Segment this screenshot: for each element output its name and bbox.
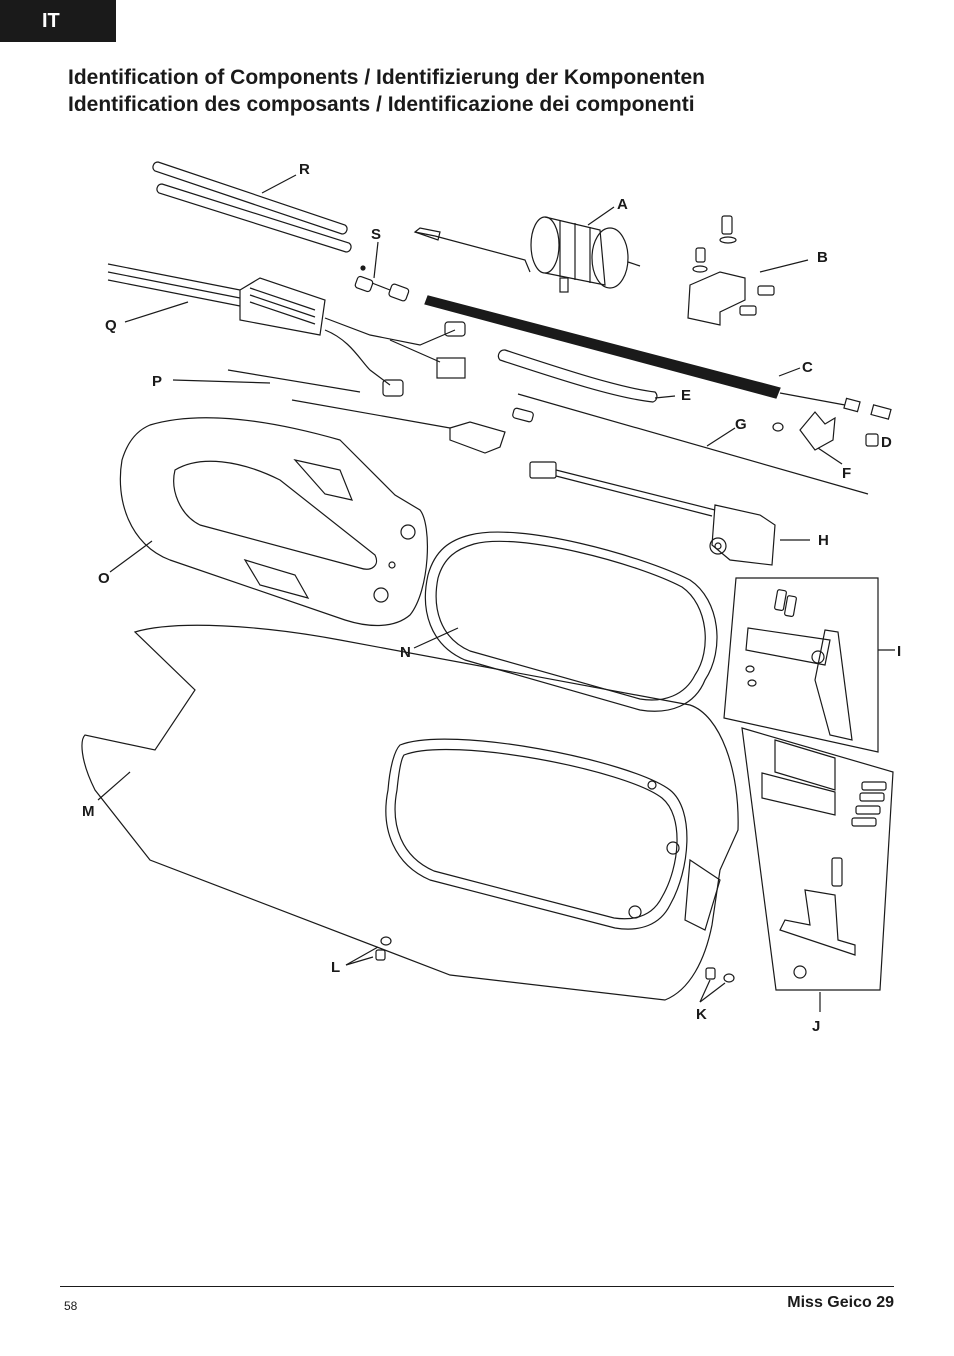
part-o-hatch bbox=[109, 417, 428, 627]
part-k-l-screws bbox=[345, 936, 735, 1003]
part-a-motor bbox=[413, 206, 641, 293]
label-k: K bbox=[696, 1006, 707, 1023]
label-h: H bbox=[818, 532, 829, 549]
label-o: O bbox=[98, 570, 110, 587]
label-g: G bbox=[735, 416, 747, 433]
part-h-servo bbox=[529, 461, 810, 566]
label-a: A bbox=[617, 196, 628, 213]
part-b-motor-mount bbox=[687, 215, 809, 326]
part-e-flex-tube bbox=[497, 349, 676, 403]
label-e: E bbox=[681, 387, 691, 404]
part-r-tubes bbox=[152, 161, 352, 253]
label-d: D bbox=[881, 434, 892, 451]
label-r: R bbox=[299, 161, 310, 178]
label-l: L bbox=[331, 959, 340, 976]
part-d-f-propeller bbox=[772, 411, 879, 465]
part-s-fittings bbox=[354, 241, 410, 302]
label-j: J bbox=[812, 1018, 820, 1035]
footer-divider bbox=[60, 1286, 894, 1287]
label-b: B bbox=[817, 249, 828, 266]
part-g-pushrod bbox=[512, 393, 869, 495]
part-i-rudder-panel bbox=[723, 577, 895, 753]
label-s: S bbox=[371, 226, 381, 243]
title-line-1: Identification of Components / Identifiz… bbox=[68, 66, 705, 89]
label-q: Q bbox=[105, 317, 117, 334]
part-n-canopy-insert bbox=[413, 531, 718, 712]
part-q-esc bbox=[107, 263, 466, 397]
language-tab-label: IT bbox=[42, 10, 60, 32]
part-p-receiver bbox=[172, 369, 506, 454]
document-name: Miss Geico 29 bbox=[787, 1294, 894, 1311]
label-f: F bbox=[842, 465, 851, 482]
label-n: N bbox=[400, 644, 411, 661]
part-c-drive-shaft bbox=[424, 295, 892, 420]
label-p: P bbox=[152, 373, 162, 390]
page-title: Identification of Components / Identifiz… bbox=[68, 64, 705, 118]
title-line-2: Identification des composants / Identifi… bbox=[68, 93, 695, 116]
label-c: C bbox=[802, 359, 813, 376]
label-i: I bbox=[897, 643, 901, 660]
page-number: 58 bbox=[64, 1299, 78, 1313]
part-j-strut-panel bbox=[741, 727, 894, 1012]
part-m-hull bbox=[81, 624, 739, 1001]
label-m: M bbox=[82, 803, 95, 820]
language-tab: IT bbox=[0, 0, 116, 42]
exploded-parts-diagram: A B C D E F G H I J K L M N O P Q R S bbox=[81, 161, 901, 1035]
